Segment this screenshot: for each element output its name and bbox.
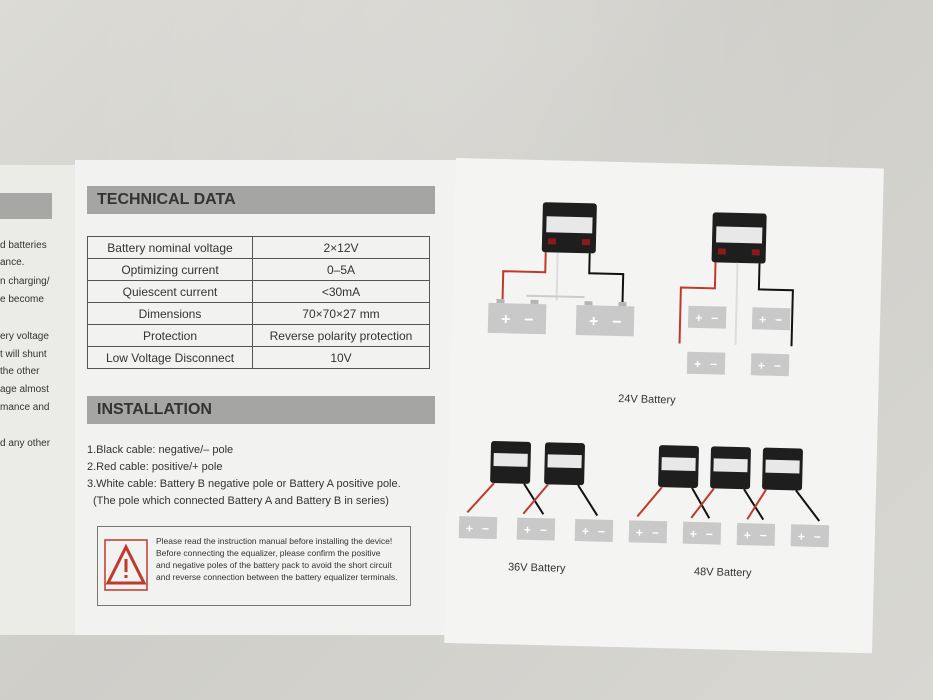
row-value: <30mA	[252, 280, 430, 303]
table-row: Quiescent current <30mA	[87, 280, 430, 303]
wiring-diagrams: + − + −	[458, 202, 830, 548]
installation-line: (The pole which connected Battery A and …	[93, 495, 389, 507]
warning-line: and negative poles of the battery pack t…	[156, 560, 392, 570]
row-label: Dimensions	[87, 302, 253, 325]
left-text-line: e become	[0, 294, 44, 305]
table-row: Low Voltage Disconnect 10V	[87, 346, 430, 369]
row-label: Protection	[87, 324, 253, 347]
warning-line: and reverse connection between the batte…	[156, 572, 398, 582]
middle-page: TECHNICAL DATA Battery nominal voltage 2…	[75, 160, 460, 635]
left-text-line: n charging/	[0, 276, 50, 287]
caption-36v: 36V Battery	[507, 561, 566, 575]
installation-line: 2.Red cable: positive/+ pole	[87, 461, 223, 473]
table-row: Battery nominal voltage 2×12V	[87, 236, 430, 259]
warning-box: Please read the instruction manual befor…	[97, 526, 411, 606]
row-label: Battery nominal voltage	[87, 236, 253, 259]
diagram-36v	[458, 440, 614, 542]
row-value: 70×70×27 mm	[252, 302, 430, 325]
caption-24v: 24V Battery	[618, 393, 676, 406]
left-page: d batteries ance. n charging/ e become e…	[0, 165, 78, 635]
left-text-line: d any other	[0, 438, 51, 449]
table-row: Protection Reverse polarity protection	[87, 324, 430, 347]
left-text-line: mance and	[0, 402, 50, 413]
row-label: Low Voltage Disconnect	[87, 346, 253, 369]
table-row: Dimensions 70×70×27 mm	[87, 302, 430, 325]
left-text-line: the other	[0, 366, 40, 377]
row-value: 2×12V	[252, 236, 430, 259]
warning-text: Please read the instruction manual befor…	[156, 535, 397, 583]
left-header-bar	[0, 193, 52, 219]
right-page: + − + −	[444, 158, 884, 654]
installation-line: 3.White cable: Battery B negative pole o…	[87, 478, 401, 490]
left-text-line: age almost	[0, 384, 49, 395]
left-text-line: t will shunt	[0, 349, 47, 360]
row-label: Quiescent current	[87, 280, 253, 303]
left-text-line: ery voltage	[0, 331, 49, 342]
row-value: Reverse polarity protection	[252, 324, 430, 347]
caption-48v: 48V Battery	[693, 565, 752, 580]
installation-heading: INSTALLATION	[87, 396, 435, 424]
warning-line: Before connecting the equalizer, please …	[156, 548, 381, 558]
left-text-line: ance.	[0, 257, 25, 268]
row-label: Optimizing current	[87, 258, 253, 281]
installation-line: 1.Black cable: negative/– pole	[87, 444, 234, 456]
table-row: Optimizing current 0–5A	[87, 258, 430, 281]
row-value: 0–5A	[252, 258, 430, 281]
technical-data-heading: TECHNICAL DATA	[87, 186, 435, 214]
diagram-24v-single	[487, 202, 635, 337]
warning-triangle-icon	[104, 539, 148, 591]
row-value: 10V	[252, 346, 430, 369]
warning-line: Please read the instruction manual befor…	[156, 536, 393, 546]
left-text-line: d batteries	[0, 240, 47, 251]
diagram-24v-parallel	[678, 212, 794, 377]
technical-data-table: Battery nominal voltage 2×12V Optimizing…	[87, 236, 430, 369]
diagram-48v	[628, 445, 830, 548]
